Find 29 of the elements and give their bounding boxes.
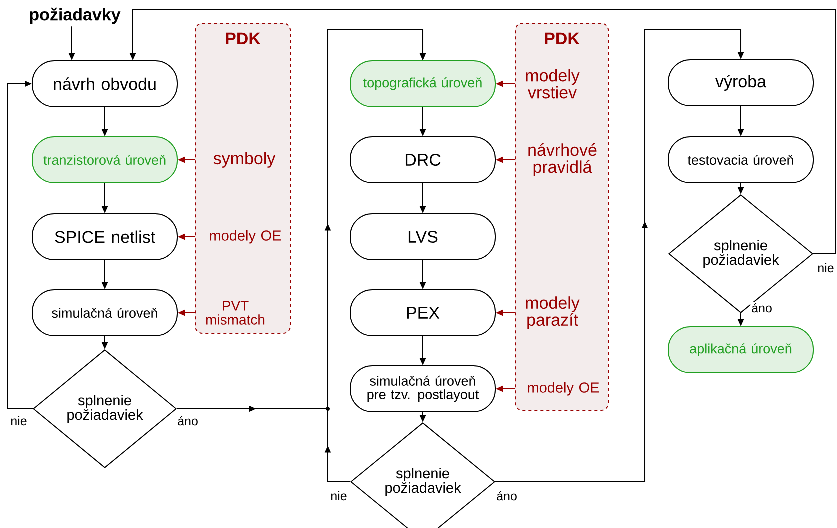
arrow [8, 80, 34, 410]
process-box: simulačná úroveň pre tzv. postlayout [350, 366, 496, 412]
pdk-item-text: modely OE [210, 230, 282, 244]
edge-label: áno [176, 415, 200, 427]
pdk-item-text: symboly [214, 152, 276, 168]
pdk-item-text: návrhové pravidlá [528, 143, 597, 177]
pdk-item-text: modely vrstiev [526, 69, 580, 99]
edge-label: nie [10, 415, 28, 427]
edge-label: áno [750, 302, 774, 314]
level-box: tranzistorová úroveň [32, 136, 178, 184]
edge-label: áno [496, 490, 518, 502]
process-box: výroba [668, 60, 814, 106]
edge-label: nie [330, 490, 348, 502]
pdk-item-text: modely parazít [526, 296, 580, 330]
level-box: aplikačná úroveň [668, 326, 814, 374]
process-box: testovacia úroveň [668, 136, 814, 184]
process-box: LVS [350, 214, 496, 260]
pdk-item-text: modely OE [528, 382, 600, 396]
process-box: PEX [350, 290, 496, 336]
process-box: DRC [350, 136, 496, 184]
pdk-item-text: PVT mismatch [206, 301, 265, 325]
level-box: topografická úroveň [350, 60, 496, 108]
heading-text: požiadavky [30, 8, 121, 24]
arrow [495, 30, 744, 482]
process-box: SPICE netlist [32, 214, 178, 260]
process-box: návrh obvodu [32, 60, 178, 108]
edge-label: nie [816, 262, 836, 274]
process-box: simulačná úroveň [32, 290, 178, 336]
arrow [324, 30, 426, 482]
